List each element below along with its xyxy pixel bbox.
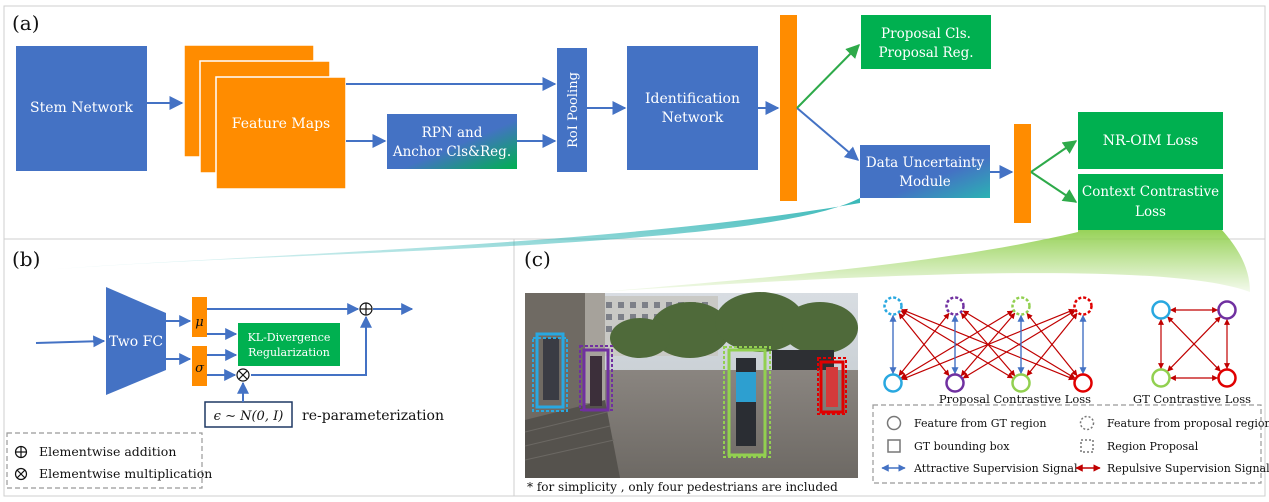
proposal-contrastive-graph (883, 296, 1093, 393)
panel-c-label: (c) (524, 247, 551, 271)
two-fc-block (106, 287, 166, 395)
feature-map-front (215, 76, 347, 190)
gt-feature-node (1217, 368, 1237, 388)
legend-gt-region-label: Feature from GT region (914, 417, 1046, 430)
legend-mul-icon (14, 467, 28, 481)
roi-pooling-label: RoI Pooling (566, 72, 581, 148)
proposal-feature-node (883, 296, 903, 316)
gt-feature-node (1151, 300, 1171, 320)
stem-network-box (16, 46, 147, 171)
rpn-label-line2: Anchor Cls&Reg. (392, 144, 511, 160)
proposal-cls-reg-box (861, 15, 991, 69)
identification-label-line1: Identification (645, 91, 740, 107)
panel-b-legend-box (6, 432, 203, 489)
arrow-bar-to-uncertainty (796, 107, 860, 161)
gt-feature-node (1011, 373, 1031, 393)
panel-c-legend-box (872, 404, 1262, 484)
pedestrian-gt-box-1 (535, 332, 565, 409)
panel-b-arrows (35, 303, 414, 402)
proposal-reg-label: Proposal Reg. (878, 45, 973, 61)
repulsive-edge (1167, 316, 1221, 372)
mu-label: μ (195, 315, 203, 330)
panel-b: (b) Two FC μ σ KL-Divergence Regularizat… (6, 247, 444, 489)
epsilon-label: ϵ ∼ N(0, I) (214, 409, 284, 424)
uncertainty-feature-bar (1014, 124, 1031, 223)
gt-feature-node (945, 373, 965, 393)
legend-proposal-region-icon (1079, 415, 1095, 431)
proposal-contrastive-label: Proposal Contrastive Loss (939, 392, 1091, 406)
legend-gt-box-label: GT bounding box (914, 440, 1010, 453)
pedestrian-proposal-box-3 (723, 346, 771, 458)
panel-c: (c) (524, 247, 1269, 494)
legend-repulsive-label: Repulsive Supervision Signal (1107, 462, 1269, 475)
kl-divergence-box (238, 323, 340, 366)
identification-label-line2: Network (662, 110, 724, 126)
arrow-bar-to-context (1030, 171, 1078, 203)
green-zoom-sweep (600, 230, 1250, 292)
legend-mul-label: Elementwise multiplication (39, 466, 212, 481)
feature-vector-bar (780, 15, 797, 201)
context-label-line1: Context Contrastive (1082, 184, 1219, 200)
rpn-label-line1: RPN and (422, 125, 483, 141)
identification-network-box (627, 46, 758, 170)
sigma-label: σ (195, 361, 205, 376)
context-label-line2: Loss (1135, 204, 1166, 220)
kl-label-line1: KL-Divergence (248, 331, 331, 344)
panel-a-arrows (147, 77, 1014, 179)
roi-pooling-box (557, 48, 587, 172)
context-contrastive-loss-box (1078, 174, 1223, 230)
uncertainty-label-line2: Module (899, 174, 951, 190)
gt-contrastive-graph (1151, 300, 1237, 388)
proposal-feature-node (1011, 296, 1031, 316)
panel-a-label: (a) (12, 11, 40, 35)
pedestrian-proposal-box-2 (579, 345, 613, 411)
legend-region-proposal-icon (1080, 439, 1094, 453)
pedestrian-proposal-box-1 (532, 337, 568, 412)
stem-network-label: Stem Network (30, 100, 133, 116)
rpn-box (387, 114, 517, 169)
pedestrian-proposal-box-4 (817, 357, 847, 415)
gt-feature-node (1073, 373, 1093, 393)
nr-oim-loss-box (1078, 112, 1223, 169)
legend-add-icon (14, 445, 28, 459)
gt-feature-node (1217, 300, 1237, 320)
proposal-feature-node (1073, 296, 1093, 316)
two-fc-label: Two FC (109, 334, 163, 350)
pedestrian-gt-box-4 (819, 360, 845, 414)
feature-maps-label: Feature Maps (232, 116, 330, 132)
uncertainty-label-line1: Data Uncertainty (866, 155, 985, 171)
epsilon-box (204, 401, 293, 428)
gt-contrastive-label: GT Contrastive Loss (1133, 392, 1251, 406)
panel-a: (a) Stem Network Feature Maps RPN and An… (12, 11, 1250, 292)
mu-bar (192, 297, 207, 337)
arrow-bar-to-proposal (796, 44, 860, 109)
legend-gt-region-icon (886, 415, 902, 431)
multiplication-operator (236, 368, 250, 382)
legend-add-label: Elementwise addition (39, 444, 176, 459)
kl-label-line2: Regularization (248, 346, 330, 359)
panel-a-green-arrows (796, 44, 1078, 203)
panel-b-label: (b) (12, 247, 40, 271)
arrow-bar-to-nr-oim (1030, 140, 1078, 173)
sigma-bar (192, 346, 207, 386)
data-uncertainty-module-box (860, 145, 990, 198)
proposal-cls-label: Proposal Cls. (881, 26, 971, 42)
legend-region-proposal-label: Region Proposal (1107, 440, 1199, 453)
pedestrian-gt-box-3 (727, 348, 767, 457)
reparameterization-label: re-parameterization (302, 408, 444, 424)
addition-operator (359, 302, 373, 316)
proposal-feature-node (945, 296, 965, 316)
pedestrian-photo (524, 292, 858, 478)
gt-feature-node (1151, 368, 1171, 388)
photo-footnote: * for simplicity , only four pedestrians… (527, 480, 838, 494)
legend-gt-box-icon (887, 439, 901, 453)
legend-proposal-region-label: Feature from proposal region (1107, 417, 1269, 430)
gt-feature-node (883, 373, 903, 393)
repulsive-edge (1026, 312, 1078, 377)
legend-attractive-label: Attractive Supervision Signal (913, 462, 1078, 475)
teal-zoom-sweep (45, 198, 860, 270)
nr-oim-label: NR-OIM Loss (1103, 133, 1198, 149)
